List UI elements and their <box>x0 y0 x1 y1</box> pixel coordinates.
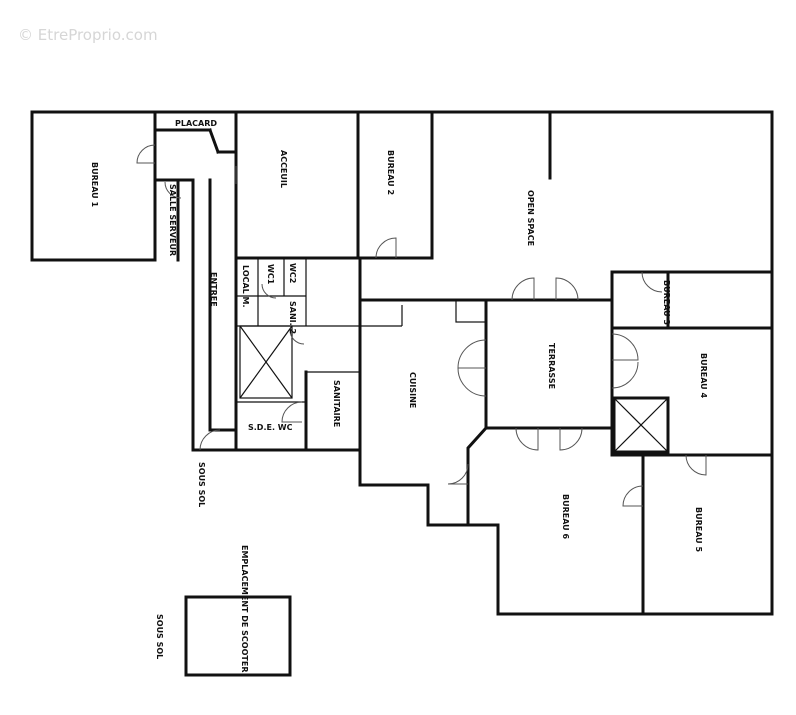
doors <box>136 144 707 507</box>
label-sanitaire: SANITAIRE <box>332 380 341 427</box>
label-bureau-5: BUREAU 5 <box>694 507 703 552</box>
label-wc1: WC1 <box>266 264 275 285</box>
label-sani-2: SANI. 2 <box>288 301 297 334</box>
label-sde-wc: S.D.E. WC <box>248 423 293 432</box>
label-bureau-2: BUREAU 2 <box>386 150 395 195</box>
label-bureau-1: BUREAU 1 <box>90 162 99 207</box>
label-open-space: OPEN SPACE <box>526 190 535 246</box>
walls <box>30 110 774 677</box>
label-wc2: WC2 <box>288 263 297 283</box>
label-cuisine: CUISINE <box>408 372 417 408</box>
label-sous-sol-1: SOUS SOL <box>197 462 206 507</box>
room-labels: PLACARD BUREAU 1 SALLE SERVEUR ACCEUIL B… <box>90 119 708 672</box>
label-bureau-6: BUREAU 6 <box>561 494 570 539</box>
label-bureau-3: BUREAU 3 <box>662 280 671 325</box>
label-local-m: LOCAL M. <box>241 265 250 308</box>
label-placard: PLACARD <box>175 119 217 128</box>
label-sous-sol-2: SOUS SOL <box>155 614 164 659</box>
label-entree: ENTREE <box>209 272 218 307</box>
label-terrasse: TERRASSE <box>547 343 556 389</box>
watermark: © EtreProprio.com <box>18 26 158 44</box>
label-accueil: ACCEUIL <box>279 150 288 188</box>
label-emplacement-scooter: EMPLACEMENT DE SCOOTER <box>240 545 249 672</box>
label-salle-serveur: SALLE SERVEUR <box>168 184 177 256</box>
label-bureau-4: BUREAU 4 <box>699 353 708 398</box>
